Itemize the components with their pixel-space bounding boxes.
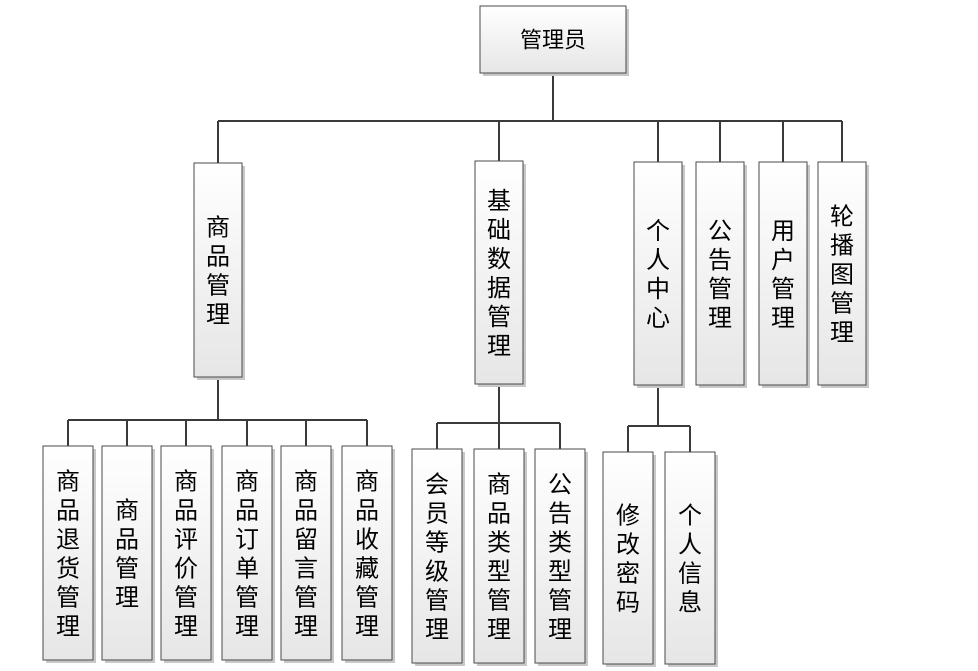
box-label: 个人中心 bbox=[646, 217, 670, 332]
box-frame bbox=[602, 451, 654, 665]
child-node: 商品类型管理 bbox=[473, 448, 527, 666]
module-node: 公告管理 bbox=[695, 161, 747, 388]
box-frame bbox=[411, 448, 463, 664]
box-frame bbox=[479, 5, 627, 74]
module-node: 商品管理 bbox=[193, 162, 245, 380]
box-label: 会员等级管理 bbox=[425, 471, 449, 644]
box-frame bbox=[193, 162, 243, 378]
root-node: 管理员 bbox=[479, 5, 629, 76]
box-label: 商品订单管理 bbox=[235, 468, 259, 641]
box-frame bbox=[341, 445, 393, 661]
box-frame bbox=[42, 445, 94, 661]
module-node: 基础数据管理 bbox=[474, 160, 526, 387]
box-frame bbox=[633, 161, 683, 386]
box-label: 商品管理 bbox=[115, 497, 139, 612]
box-frame bbox=[221, 445, 273, 661]
connector-lines bbox=[67, 73, 843, 452]
module-node: 用户管理 bbox=[758, 161, 810, 388]
box-frame bbox=[280, 445, 332, 661]
child-node: 商品退货管理 bbox=[42, 445, 96, 663]
box-label: 公告类型管理 bbox=[548, 471, 572, 644]
box-label: 商品类型管理 bbox=[487, 471, 511, 644]
module-node: 轮播图管理 bbox=[817, 161, 869, 388]
box-label: 轮播图管理 bbox=[830, 203, 854, 347]
box-frame bbox=[695, 161, 745, 386]
box-label: 商品管理 bbox=[206, 214, 230, 329]
module-node: 个人中心 bbox=[633, 161, 685, 388]
box-label: 公告管理 bbox=[708, 217, 732, 332]
node-boxes: 管理员商品管理商品退货管理商品管理商品评价管理商品订单管理商品留言管理商品收藏管… bbox=[42, 5, 869, 667]
box-label: 商品收藏管理 bbox=[355, 468, 379, 641]
child-node: 商品留言管理 bbox=[280, 445, 334, 663]
box-label: 商品留言管理 bbox=[294, 468, 318, 641]
box-label: 修改密码 bbox=[616, 502, 640, 617]
child-node: 商品订单管理 bbox=[221, 445, 275, 663]
box-frame bbox=[473, 448, 525, 664]
box-label: 基础数据管理 bbox=[487, 187, 511, 360]
box-frame bbox=[817, 161, 867, 386]
child-node: 会员等级管理 bbox=[411, 448, 465, 666]
box-label: 个人信息 bbox=[678, 502, 702, 617]
box-frame bbox=[758, 161, 808, 386]
box-frame bbox=[101, 445, 153, 661]
child-node: 个人信息 bbox=[664, 451, 718, 667]
child-node: 公告类型管理 bbox=[534, 448, 588, 666]
box-label: 商品退货管理 bbox=[56, 468, 80, 641]
box-label: 商品评价管理 bbox=[174, 468, 198, 641]
box-frame bbox=[474, 160, 524, 385]
box-frame bbox=[534, 448, 586, 664]
box-label: 管理员 bbox=[520, 29, 586, 54]
child-node: 商品收藏管理 bbox=[341, 445, 395, 663]
box-label: 用户管理 bbox=[771, 217, 795, 332]
box-frame bbox=[664, 451, 716, 665]
child-node: 修改密码 bbox=[602, 451, 656, 667]
child-node: 商品管理 bbox=[101, 445, 155, 663]
child-node: 商品评价管理 bbox=[160, 445, 214, 663]
box-frame bbox=[160, 445, 212, 661]
